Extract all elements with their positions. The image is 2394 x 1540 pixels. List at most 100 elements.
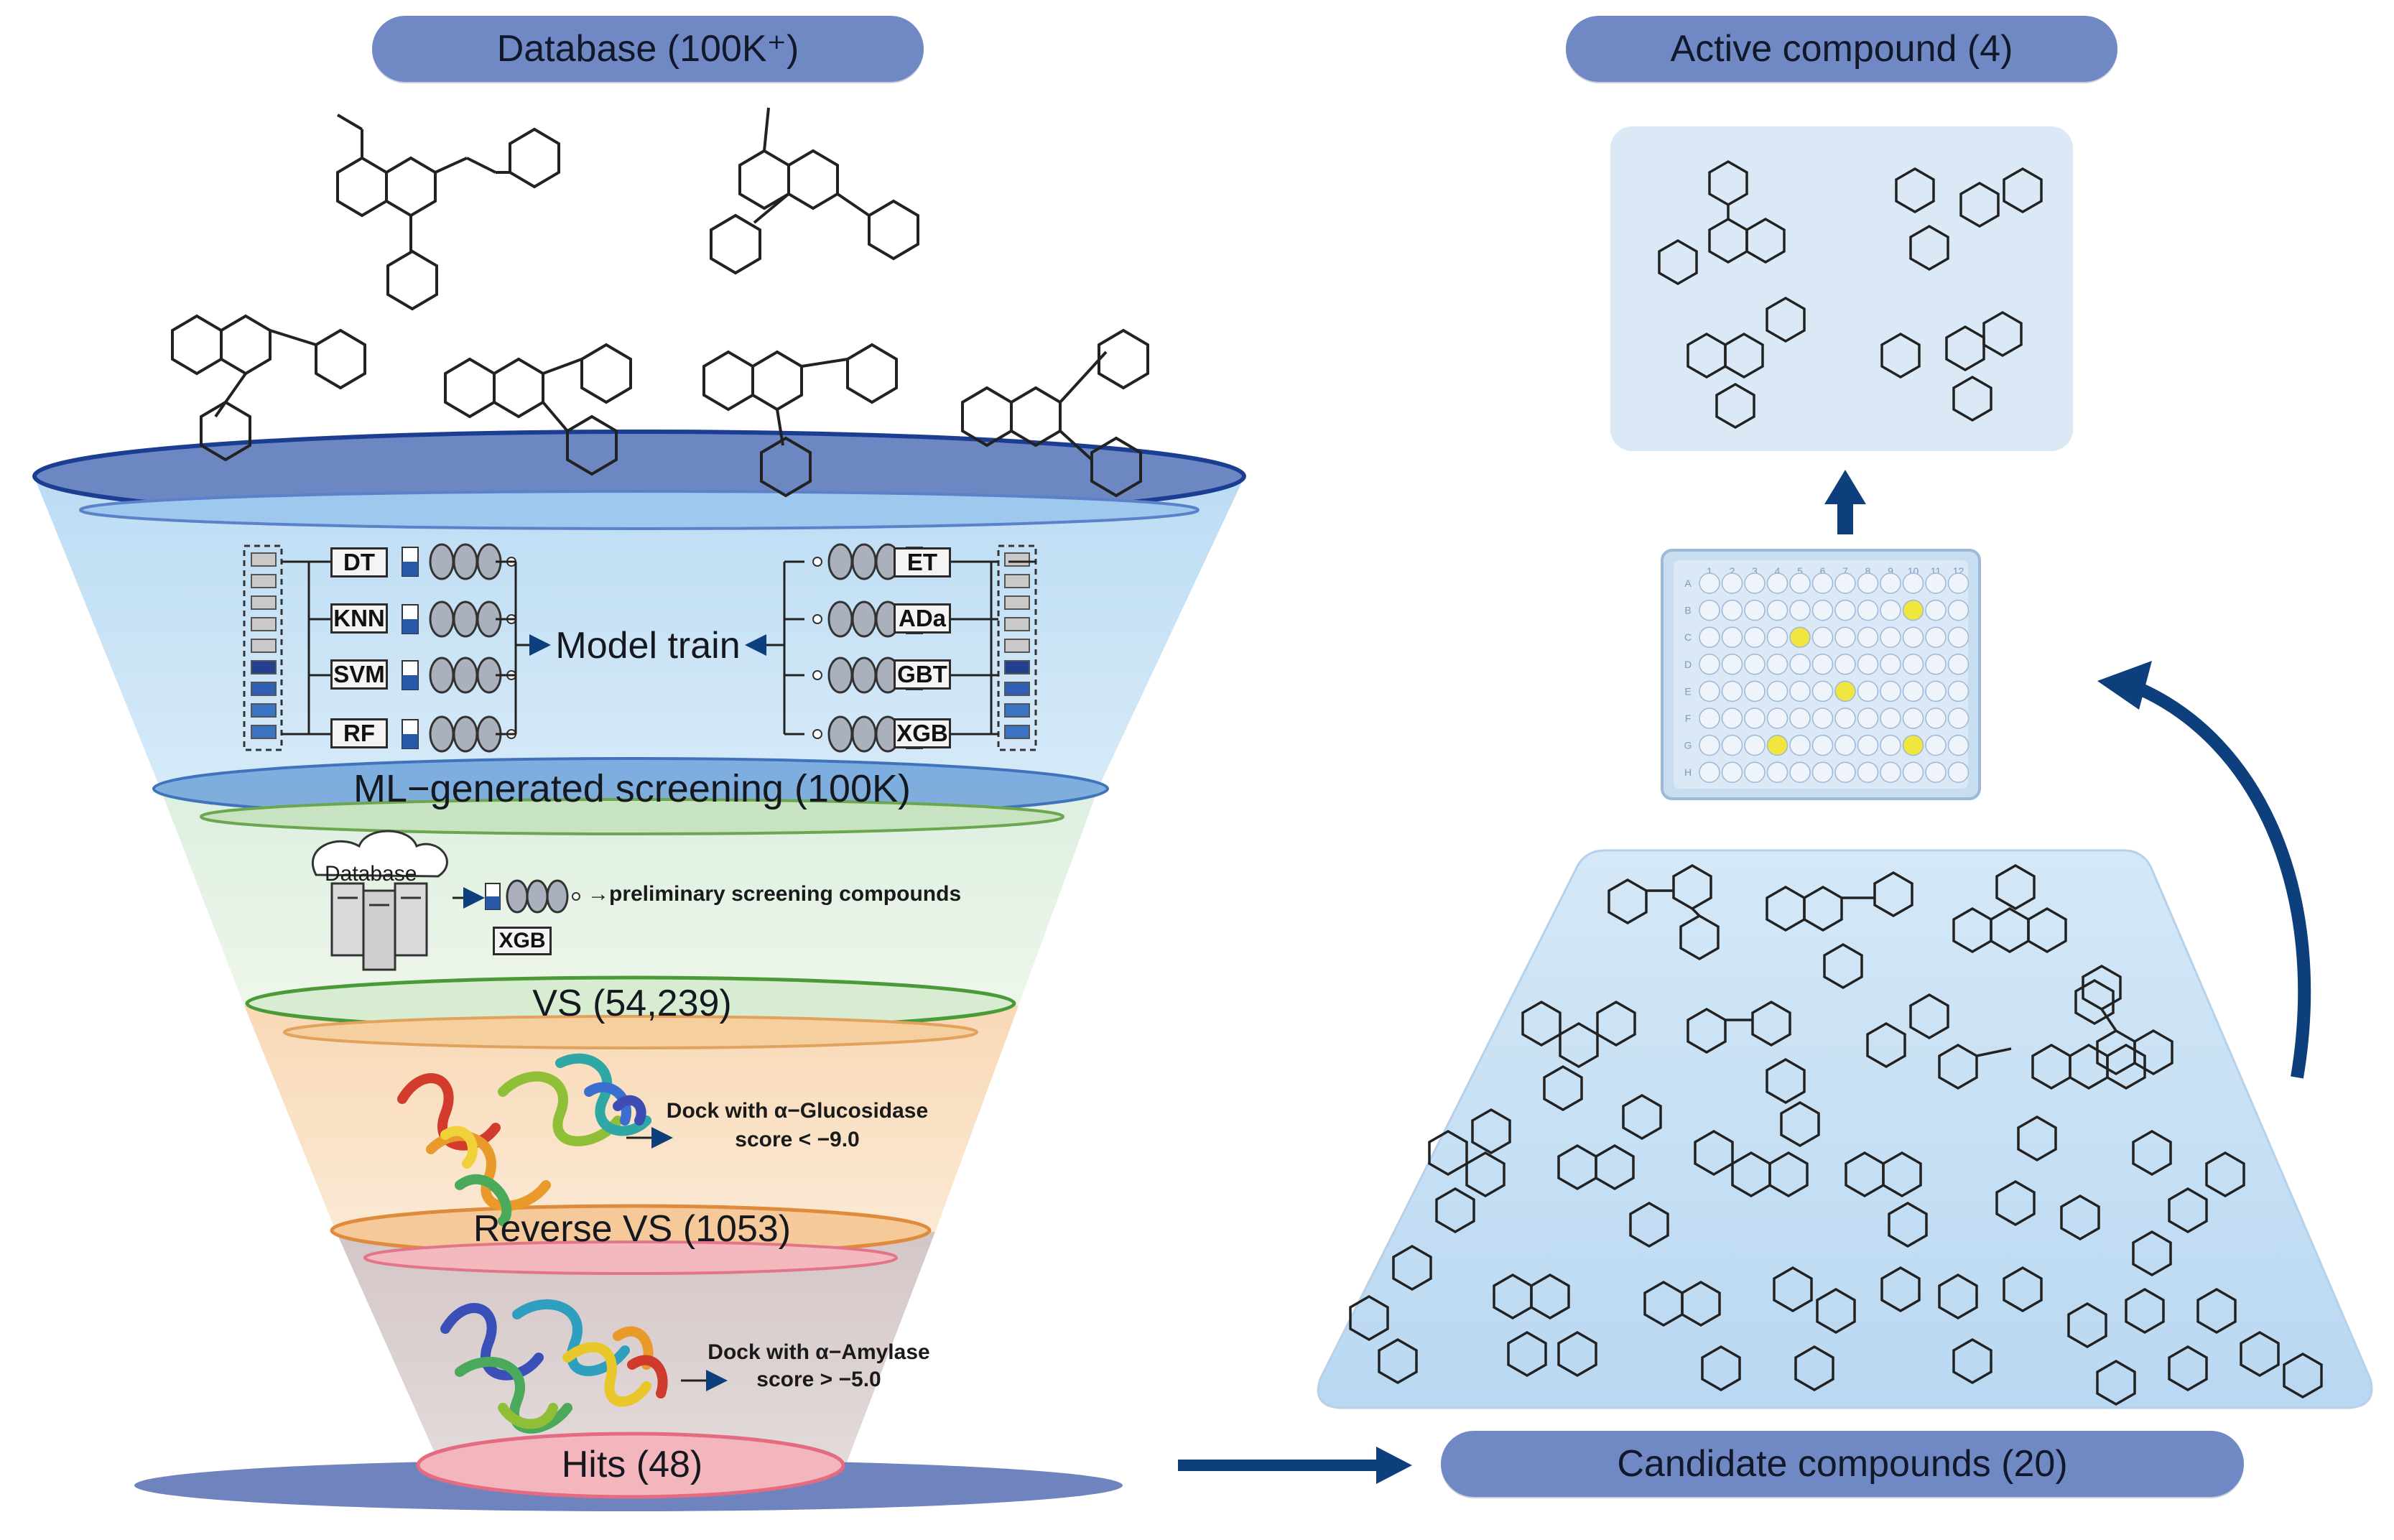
well xyxy=(1766,654,1788,675)
well xyxy=(1811,734,1834,756)
well xyxy=(1857,654,1879,675)
well xyxy=(1789,599,1811,621)
well xyxy=(1789,734,1811,756)
well xyxy=(1789,654,1811,675)
flow-arrows xyxy=(1178,470,2311,1484)
well xyxy=(1766,599,1788,621)
hit-well xyxy=(1902,734,1924,756)
preliminary-screening-text: →preliminary screening compounds xyxy=(588,882,962,906)
model-box-et: ET xyxy=(894,547,951,578)
well xyxy=(1789,708,1811,729)
plate-row-label: E xyxy=(1684,685,1691,697)
well xyxy=(1925,626,1947,648)
left-network-glyphs xyxy=(402,543,551,753)
model-train-label: Model train xyxy=(555,625,741,667)
well xyxy=(1834,734,1856,756)
well xyxy=(1880,599,1901,621)
well xyxy=(1834,654,1856,675)
database-molecules xyxy=(171,107,1149,498)
dock-glucosidase-line2: score < −9.0 xyxy=(735,1128,860,1151)
stage-label-reverse: Reverse VS (1053) xyxy=(473,1208,792,1250)
model-box-xgb: XGB xyxy=(894,718,951,748)
plate-row-label: F xyxy=(1685,713,1692,724)
hit-well xyxy=(1766,734,1788,756)
left-feature-bars xyxy=(251,552,277,739)
well xyxy=(1766,708,1788,729)
model-box-rf: RF xyxy=(330,718,388,748)
well xyxy=(1699,680,1720,702)
plate-column-label: 4 xyxy=(1775,565,1781,577)
well xyxy=(1744,761,1766,783)
well xyxy=(1925,572,1947,594)
well xyxy=(1902,680,1924,702)
well xyxy=(1699,708,1720,729)
database-icon-label: Database xyxy=(325,862,417,886)
well xyxy=(1880,572,1901,594)
well xyxy=(1880,626,1901,648)
well xyxy=(1857,761,1879,783)
plate-row-label: C xyxy=(1684,631,1692,643)
plate-column-label: 7 xyxy=(1842,565,1848,577)
well xyxy=(1766,680,1788,702)
well xyxy=(1880,680,1901,702)
stage-ellipse-hits xyxy=(416,1432,845,1499)
database-pill: Database (100K⁺) xyxy=(372,16,924,82)
right-feature-bars xyxy=(1004,552,1030,739)
stage-label-hits: Hits (48) xyxy=(561,1444,703,1485)
plate-column-label: 9 xyxy=(1888,565,1893,577)
well xyxy=(1766,626,1788,648)
well xyxy=(1880,654,1901,675)
well xyxy=(1811,680,1834,702)
plate-row-label: A xyxy=(1684,578,1692,589)
model-box-ada: ADa xyxy=(894,603,951,634)
well xyxy=(1834,599,1856,621)
plate-column-label: 6 xyxy=(1820,565,1826,577)
well xyxy=(1925,734,1947,756)
well xyxy=(1925,654,1947,675)
well xyxy=(1880,708,1901,729)
well xyxy=(1744,680,1766,702)
plate-row-label: B xyxy=(1684,605,1691,616)
well xyxy=(1744,626,1766,648)
well xyxy=(1834,708,1856,729)
well xyxy=(1699,626,1720,648)
well xyxy=(1789,572,1811,594)
well xyxy=(1721,680,1743,702)
well xyxy=(1699,599,1720,621)
stage-label-ml: ML−generated screening (100K) xyxy=(353,767,911,810)
well xyxy=(1834,761,1856,783)
plate-column-label: 3 xyxy=(1752,565,1758,577)
well xyxy=(1721,626,1743,648)
plate-row-label: G xyxy=(1684,740,1692,751)
well xyxy=(1744,708,1766,729)
model-box-knn: KNN xyxy=(330,603,388,634)
well xyxy=(1902,626,1924,648)
well xyxy=(1699,654,1720,675)
well xyxy=(1925,761,1947,783)
well xyxy=(1880,761,1901,783)
well xyxy=(1947,761,1970,783)
well xyxy=(1789,680,1811,702)
plate-column-label: 2 xyxy=(1730,565,1735,577)
well xyxy=(1721,734,1743,756)
dock-glucosidase-line1: Dock with α−Glucosidase xyxy=(666,1099,929,1123)
well xyxy=(1902,654,1924,675)
model-box-gbt: GBT xyxy=(894,659,951,690)
well xyxy=(1947,708,1970,729)
well xyxy=(1744,654,1766,675)
well xyxy=(1699,734,1720,756)
well xyxy=(1811,599,1834,621)
well xyxy=(1721,572,1743,594)
active-compound-panel xyxy=(1610,126,2073,451)
plate-column-label: 5 xyxy=(1797,565,1803,577)
funnel-band-hits xyxy=(336,1232,935,1464)
amylase-protein xyxy=(440,1299,668,1434)
well xyxy=(1925,680,1947,702)
well xyxy=(1721,708,1743,729)
well xyxy=(1857,734,1879,756)
well xyxy=(1699,572,1720,594)
well xyxy=(1766,761,1788,783)
well xyxy=(1857,599,1879,621)
